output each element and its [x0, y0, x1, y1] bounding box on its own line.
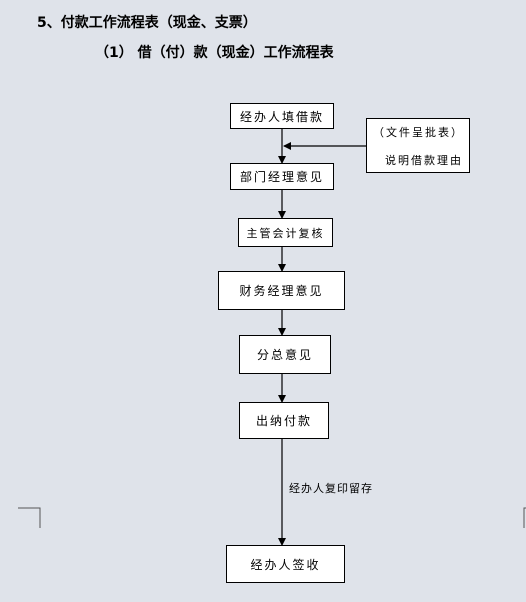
- margin-crop-mark-right: [523, 507, 526, 528]
- flow-step-finance-manager: 财务经理意见: [218, 271, 345, 310]
- flow-step-applicant-signs: 经办人签收: [226, 545, 345, 583]
- margin-crop-mark-left: [18, 507, 41, 528]
- side-note-line1: （文件呈批表）: [373, 126, 464, 139]
- flow-step-applicant-request: 经办人填借款: [230, 103, 334, 129]
- flow-step-chief-accountant: 主管会计复核: [238, 218, 333, 247]
- section-title: 5、付款工作流程表（现金、支票）: [37, 15, 257, 31]
- flow-step-dept-manager: 部门经理意见: [230, 163, 334, 190]
- flow-side-note: （文件呈批表） 说明借款理由: [366, 118, 470, 173]
- flow-annotation-copy-retain: 经办人复印留存: [289, 482, 373, 495]
- flow-step-branch-head: 分总意见: [239, 335, 331, 374]
- side-note-line2: 说明借款理由: [385, 154, 463, 167]
- section-subtitle: （1） 借（付）款（现金）工作流程表: [95, 45, 334, 61]
- flow-step-cashier-payment: 出纳付款: [239, 402, 329, 439]
